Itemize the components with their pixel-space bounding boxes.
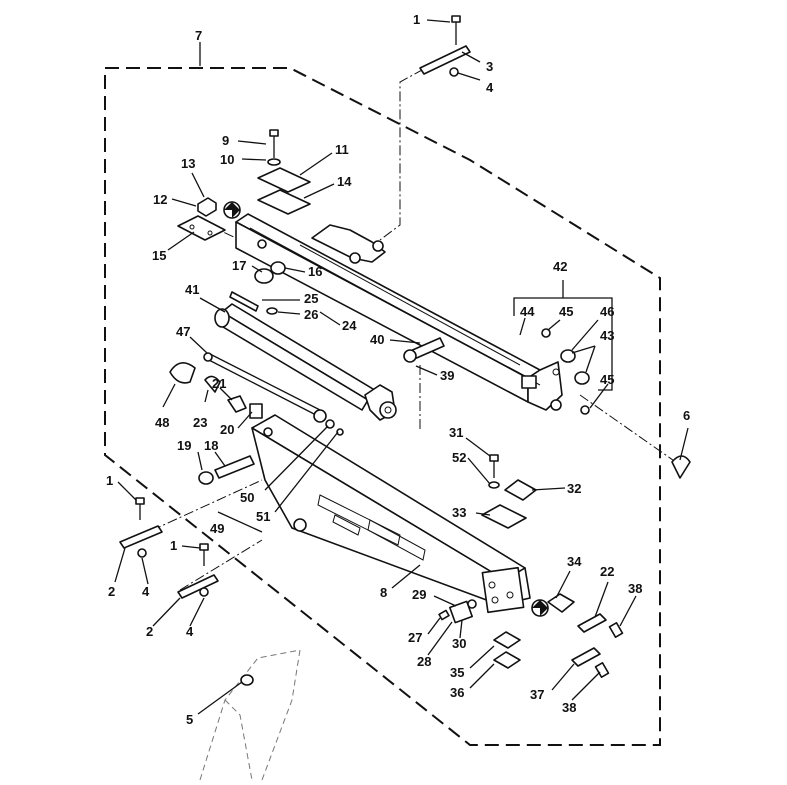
callout: 11	[335, 142, 349, 157]
callout: 13	[181, 156, 195, 171]
callout-labels: 1 3 4 7 9 10 11 13 14 12 15 17 16 42 41 …	[106, 12, 690, 727]
callout: 1	[170, 538, 177, 553]
callout: 1	[106, 473, 113, 488]
callout: 12	[153, 192, 167, 207]
callout: 34	[567, 554, 582, 569]
callout: 29	[412, 587, 426, 602]
upper-boom	[235, 213, 563, 411]
callout: 50	[240, 490, 254, 505]
callout: 39	[440, 368, 454, 383]
callout: 43	[600, 328, 614, 343]
callout: 17	[232, 258, 246, 273]
callout: 16	[308, 264, 322, 279]
callout: 41	[185, 282, 199, 297]
hatched-marker-lower	[531, 599, 549, 617]
callout: 45	[600, 372, 614, 387]
callout: 4	[142, 584, 150, 599]
callout: 26	[304, 307, 318, 322]
callout: 35	[450, 665, 464, 680]
callout: 30	[452, 636, 466, 651]
hydraulic-cylinder	[214, 303, 397, 421]
callout: 23	[193, 415, 207, 430]
callout: 2	[146, 624, 153, 639]
callout: 20	[220, 422, 234, 437]
callout: 10	[220, 152, 234, 167]
callout: 6	[683, 408, 690, 423]
callout: 51	[256, 509, 270, 524]
callout: 33	[452, 505, 466, 520]
leader-lines	[114, 19, 689, 715]
callout: 38	[562, 700, 576, 715]
callout: 7	[195, 28, 202, 43]
callout: 1	[413, 12, 420, 27]
callout: 3	[486, 59, 493, 74]
callout: 47	[176, 324, 190, 339]
callout: 4	[186, 624, 194, 639]
lower-boom	[251, 414, 531, 614]
callout: 18	[204, 438, 218, 453]
callout: 45	[559, 304, 573, 319]
callout: 32	[567, 481, 581, 496]
callout: 31	[449, 425, 463, 440]
callout: 24	[342, 318, 357, 333]
callout: 38	[628, 581, 642, 596]
callout: 42	[553, 259, 567, 274]
support-post	[199, 649, 301, 781]
callout: 37	[530, 687, 544, 702]
callout: 4	[486, 80, 494, 95]
callout: 36	[450, 685, 464, 700]
kit-boundary	[104, 67, 661, 746]
small-parts	[119, 15, 691, 678]
callout: 27	[408, 630, 422, 645]
callout: 44	[520, 304, 535, 319]
callout: 15	[152, 248, 166, 263]
callout: 49	[210, 521, 224, 536]
callout: 22	[600, 564, 614, 579]
callout: 8	[380, 585, 387, 600]
callout: 5	[186, 712, 193, 727]
hatched-marker-upper	[223, 201, 241, 219]
callout: 9	[222, 133, 229, 148]
callout: 19	[177, 438, 191, 453]
callout: 48	[155, 415, 169, 430]
callout: 2	[108, 584, 115, 599]
callout: 14	[337, 174, 352, 189]
callout: 21	[212, 376, 226, 391]
callout: 52	[452, 450, 466, 465]
callout: 25	[304, 291, 318, 306]
callout: 40	[370, 332, 384, 347]
callout: 28	[417, 654, 431, 669]
tie-rod	[203, 352, 327, 423]
callout: 46	[600, 304, 614, 319]
